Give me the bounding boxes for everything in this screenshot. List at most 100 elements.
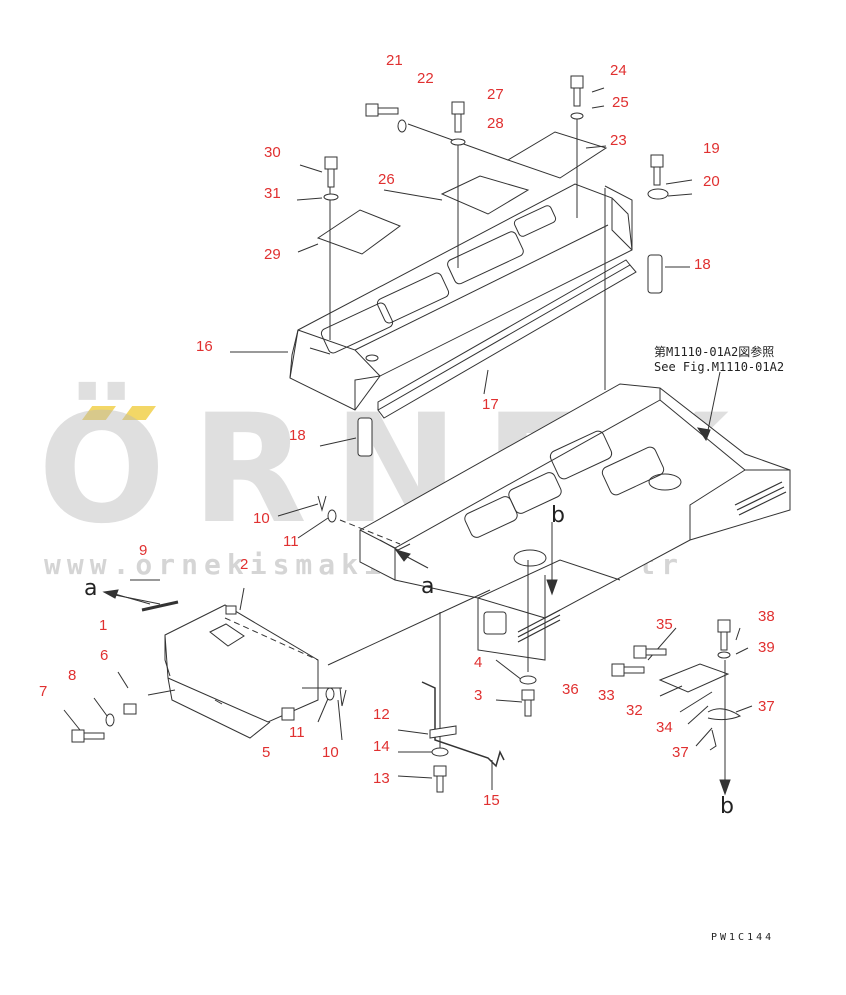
washer-part-25 bbox=[570, 112, 584, 120]
callout-30: 30 bbox=[264, 144, 281, 161]
washers bbox=[105, 112, 731, 757]
cover-plate-part-29 bbox=[316, 209, 402, 255]
washer-part-11a bbox=[327, 509, 337, 523]
callout-24: 24 bbox=[610, 62, 627, 79]
callout-1: 1 bbox=[99, 617, 108, 634]
ref-box-outline bbox=[604, 185, 633, 250]
callout-18b: 18 bbox=[289, 427, 306, 444]
washer-part-28 bbox=[450, 138, 466, 146]
callout-12: 12 bbox=[373, 706, 390, 723]
split-pin-part-10b bbox=[339, 687, 347, 707]
callout-10b: 10 bbox=[322, 744, 339, 761]
callout-37b: 37 bbox=[672, 744, 689, 761]
top-cover-part-16 bbox=[289, 183, 633, 411]
stay-rod-part-15 bbox=[421, 681, 505, 768]
callout-11b: 11 bbox=[289, 724, 305, 741]
callout-20: 20 bbox=[703, 173, 720, 190]
cover-plate-part-26 bbox=[440, 175, 530, 215]
callout-5: 5 bbox=[262, 744, 271, 761]
plate-part-32 bbox=[658, 663, 730, 693]
reference-note-en: See Fig.M1110-01A2 bbox=[654, 360, 785, 374]
bolt-part-13 bbox=[433, 765, 447, 793]
callout-27: 27 bbox=[487, 86, 504, 103]
bolt-part-7 bbox=[71, 729, 105, 743]
callout-9: 9 bbox=[139, 542, 148, 559]
bolts bbox=[71, 75, 731, 793]
callout-15: 15 bbox=[483, 792, 500, 809]
callout-11a: 11 bbox=[283, 533, 299, 550]
callout-17: 17 bbox=[482, 396, 499, 413]
bolt-part-24 bbox=[570, 75, 584, 107]
hinge-part-2 bbox=[225, 605, 237, 615]
callout-38: 38 bbox=[758, 608, 775, 625]
callout-37a: 37 bbox=[758, 698, 775, 715]
washer-part-39 bbox=[717, 651, 731, 659]
washer-part-4 bbox=[519, 675, 537, 685]
bolt-part-19 bbox=[650, 154, 664, 186]
callout-18a: 18 bbox=[694, 256, 711, 273]
callout-19: 19 bbox=[703, 140, 720, 157]
callout-25: 25 bbox=[612, 94, 629, 111]
callout-26: 26 bbox=[378, 171, 395, 188]
wire-part-37 bbox=[707, 708, 742, 721]
lock-pin-part-9 bbox=[141, 600, 179, 612]
drawing-code: PW1C144 bbox=[711, 932, 775, 943]
bolt-part-30 bbox=[324, 156, 338, 188]
clip-part-37 bbox=[709, 729, 717, 751]
callout-13: 13 bbox=[373, 770, 390, 787]
callout-39: 39 bbox=[758, 639, 775, 656]
reference-note-jp: 第M1110-01A2図参照 bbox=[654, 345, 775, 359]
callout-2: 2 bbox=[240, 556, 249, 573]
callout-8: 8 bbox=[68, 667, 77, 684]
callout-3: 3 bbox=[474, 687, 483, 704]
callout-31: 31 bbox=[264, 185, 281, 202]
side-cover-part-1 bbox=[164, 604, 319, 739]
rubber-strip-part-17 bbox=[377, 259, 637, 419]
callout-7: 7 bbox=[39, 683, 48, 700]
clamp-part-6 bbox=[123, 703, 137, 715]
main-frame bbox=[359, 383, 791, 661]
bracket-part-12 bbox=[429, 725, 457, 739]
washer-part-22 bbox=[397, 119, 407, 133]
direction-arrows bbox=[102, 427, 731, 796]
callout-23: 23 bbox=[610, 132, 627, 149]
callout-6: 6 bbox=[100, 647, 109, 664]
rubber-pad-left bbox=[357, 417, 373, 457]
washer-part-31 bbox=[323, 193, 339, 201]
bolt-part-27 bbox=[451, 101, 465, 133]
reference-note: 第M1110-01A2図参照 See Fig.M1110-01A2 bbox=[654, 345, 784, 375]
washer-part-20 bbox=[647, 188, 669, 200]
bolt-part-36 bbox=[611, 663, 645, 677]
callout-28: 28 bbox=[487, 115, 504, 132]
washer-part-11b bbox=[325, 687, 335, 701]
callout-21: 21 bbox=[386, 52, 403, 69]
callout-35: 35 bbox=[656, 616, 673, 633]
callout-22: 22 bbox=[417, 70, 434, 87]
leader-and-guide-lines bbox=[63, 87, 753, 790]
bolt-part-35 bbox=[633, 645, 667, 659]
view-letter-b-bottom: b bbox=[720, 794, 734, 819]
bolt-part-38 bbox=[717, 619, 731, 651]
latch-part-5 bbox=[281, 707, 295, 721]
bolt-part-21 bbox=[365, 103, 399, 117]
washer-part-8 bbox=[105, 713, 115, 727]
washer-part-14 bbox=[431, 747, 449, 757]
watermark-accent-right bbox=[122, 406, 156, 420]
callout-29: 29 bbox=[264, 246, 281, 263]
watermark-accent-left bbox=[82, 406, 116, 420]
split-pin-part-10a bbox=[317, 495, 327, 512]
callout-32: 32 bbox=[626, 702, 643, 719]
callout-16: 16 bbox=[196, 338, 213, 355]
callout-14: 14 bbox=[373, 738, 390, 755]
cover-plate-part-23 bbox=[506, 131, 608, 179]
callout-10a: 10 bbox=[253, 510, 270, 527]
callout-4: 4 bbox=[474, 654, 483, 671]
callout-34: 34 bbox=[656, 719, 673, 736]
callout-36: 36 bbox=[562, 681, 579, 698]
rubber-pad-right bbox=[647, 254, 663, 294]
view-letter-b-top: b bbox=[551, 503, 565, 528]
callout-33: 33 bbox=[598, 687, 615, 704]
view-letter-a-left: a bbox=[84, 576, 98, 601]
